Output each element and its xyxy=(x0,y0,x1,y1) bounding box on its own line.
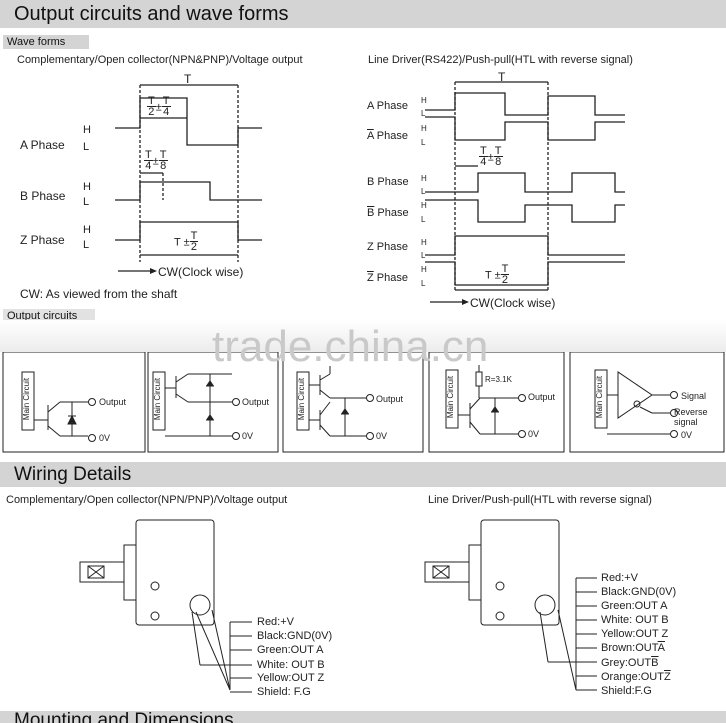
section-header-output: Output circuits and wave forms xyxy=(0,0,726,28)
signal-label: Signal xyxy=(681,391,707,401)
high-label: H xyxy=(421,174,427,183)
wire-label: Orange:OUTZ xyxy=(601,671,671,683)
cw-label: CW(Clock wise) xyxy=(470,296,556,310)
left-phase-b: B Phase xyxy=(20,189,66,203)
main-circuit-label: Main Circuit xyxy=(446,375,455,419)
resistor-label: R=3.1K xyxy=(485,375,512,384)
watermark: trade.china.cn xyxy=(212,322,489,371)
high-label: H xyxy=(83,181,91,193)
left-wave-title: Complementary/Open collector(NPN&PNP)/Vo… xyxy=(17,54,303,66)
high-label: H xyxy=(421,265,427,274)
zero-v-label: 0V xyxy=(376,431,388,441)
low-label: L xyxy=(83,196,90,208)
output-circuits-label: Output circuits xyxy=(3,309,95,323)
main-circuit-label: Main Circuit xyxy=(22,377,31,421)
low-label: L xyxy=(421,138,426,147)
right-phase-b: B Phase xyxy=(367,176,409,188)
wire-label: Grey:OUTB xyxy=(601,657,659,669)
main-circuit-label: Main Circuit xyxy=(595,375,604,419)
right-phase-a: A Phase xyxy=(367,100,408,112)
high-label: H xyxy=(421,201,427,210)
right-phase-z-inv: Z Phase xyxy=(367,272,408,284)
zero-v-label: 0V xyxy=(99,433,111,443)
right-phase-a-inv: A Phase xyxy=(367,130,408,142)
period-label: T xyxy=(498,70,506,84)
section-title: Wiring Details xyxy=(14,464,132,485)
cw-label: CW(Clock wise) xyxy=(158,265,244,279)
reverse-signal-label: signal xyxy=(674,417,698,427)
wire-label: Green:OUT A xyxy=(601,600,668,612)
wire-label: Red:+V xyxy=(257,616,294,628)
section-title: Output circuits and wave forms xyxy=(14,3,289,25)
right-phase-b-inv: B Phase xyxy=(367,207,409,219)
wire-label: Yellow:OUT Z xyxy=(257,672,325,684)
zero-v-label: 0V xyxy=(242,431,254,441)
low-label: L xyxy=(83,141,90,153)
wire-label: White: OUT B xyxy=(257,659,325,671)
wire-label: Shield: F.G xyxy=(257,686,311,698)
right-phase-z: Z Phase xyxy=(367,241,408,253)
right-wave-title: Line Driver(RS422)/Push-pull(HTL with re… xyxy=(368,54,633,66)
wire-label: White: OUT B xyxy=(601,614,669,626)
reverse-signal-label: Reverse xyxy=(674,407,708,417)
left-phase-z: Z Phase xyxy=(20,233,65,247)
zero-v-label: 0V xyxy=(528,429,540,439)
section-title: Mounting and Dimensions xyxy=(14,711,234,723)
high-label: H xyxy=(83,224,91,236)
main-circuit-label: Main Circuit xyxy=(153,377,162,421)
wire-label: Brown:OUTA xyxy=(601,642,665,654)
wire-label: Black:GND(0V) xyxy=(257,630,333,642)
right-wiring-title: Line Driver/Push-pull(HTL with reverse s… xyxy=(428,494,652,506)
output-label: Output xyxy=(99,397,127,407)
wire-label: Green:OUT A xyxy=(257,644,324,656)
section-header-wiring: Wiring Details xyxy=(0,462,726,487)
cw-note: CW: As viewed from the shaft xyxy=(20,287,178,301)
high-label: H xyxy=(421,238,427,247)
circuit-band xyxy=(0,320,726,352)
output-label: Output xyxy=(528,392,556,402)
output-label: Output xyxy=(242,397,270,407)
left-phase-a: A Phase xyxy=(20,138,65,152)
wire-label: Black:GND(0V) xyxy=(601,586,677,598)
wire-label: Shield:F.G xyxy=(601,685,652,697)
low-label: L xyxy=(421,187,426,196)
high-label: H xyxy=(421,96,427,105)
period-label: T xyxy=(184,72,192,86)
low-label: L xyxy=(421,215,426,224)
output-label: Output xyxy=(376,394,404,404)
high-label: H xyxy=(421,124,427,133)
low-label: L xyxy=(421,279,426,288)
wire-label: Red:+V xyxy=(601,572,638,584)
zero-v-label: 0V xyxy=(681,430,693,440)
left-wiring-title: Complementary/Open collector(NPN/PNP)/Vo… xyxy=(6,494,288,506)
low-label: L xyxy=(83,239,90,251)
section-header-mounting: Mounting and Dimensions xyxy=(0,711,726,723)
wire-label: Yellow:OUT Z xyxy=(601,628,669,640)
wave-forms-label: Wave forms xyxy=(3,35,89,49)
main-circuit-label: Main Circuit xyxy=(297,377,306,421)
high-label: H xyxy=(83,124,91,136)
low-label: L xyxy=(421,251,426,260)
low-label: L xyxy=(421,109,426,118)
